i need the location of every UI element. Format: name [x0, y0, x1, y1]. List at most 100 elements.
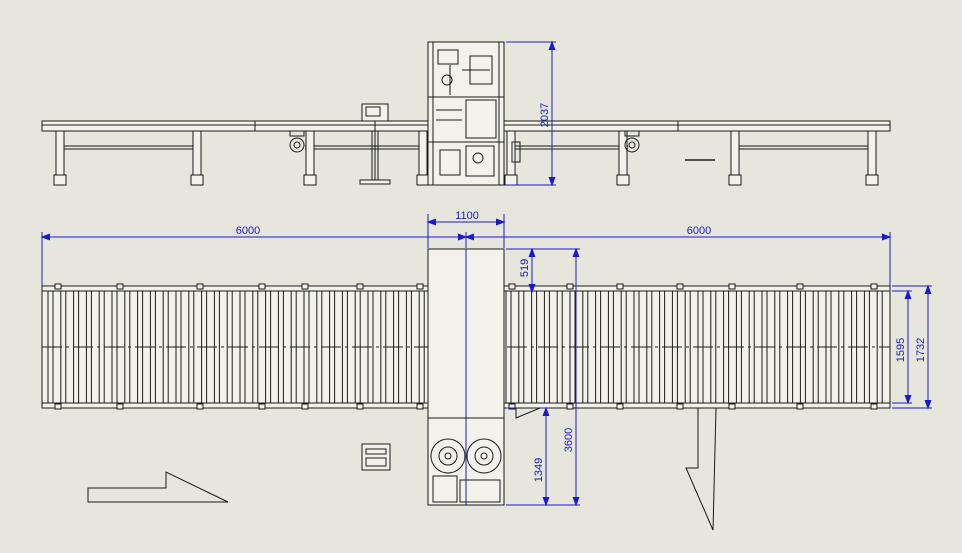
roller [277, 290, 284, 404]
roller [671, 290, 678, 404]
roller [201, 290, 208, 404]
roller [761, 290, 768, 404]
exit-chute [515, 407, 541, 419]
conveyor-rollers [47, 283, 883, 410]
roller [531, 290, 538, 404]
roller [341, 290, 348, 404]
roller [505, 290, 512, 404]
roller [316, 290, 323, 404]
winding-reel-left [430, 438, 466, 474]
roller-bearing [566, 403, 574, 410]
roller [303, 290, 310, 404]
roller-bearing [796, 403, 804, 410]
dim-label-lower-section: 1349 [533, 458, 545, 482]
roller-bearing [728, 403, 736, 410]
roller [735, 290, 742, 404]
roller [85, 290, 92, 404]
roller [697, 290, 704, 404]
roller [405, 290, 412, 404]
dim-label-roller-inner: 1595 [895, 338, 907, 362]
roller-bearing [301, 283, 309, 290]
roller-bearing [54, 403, 62, 410]
roller [73, 290, 80, 404]
roller [799, 290, 806, 404]
roller-bearing [258, 403, 266, 410]
roller [684, 290, 691, 404]
roller [290, 290, 297, 404]
control-panel [359, 103, 391, 185]
dim-label-machine-width: 1100 [455, 210, 479, 222]
roller [518, 290, 525, 404]
roller-bearing [301, 403, 309, 410]
front-elevation-view [41, 41, 891, 186]
roller-bearing [416, 403, 424, 410]
roller-bearing [196, 283, 204, 290]
roller [723, 290, 730, 404]
machine-cabinet-plan [427, 248, 505, 506]
roller-bearing [616, 403, 624, 410]
roller-bearing [870, 403, 878, 410]
roller [710, 290, 717, 404]
roller [137, 290, 144, 404]
roller [188, 290, 195, 404]
dim-label-offset-top: 519 [519, 259, 531, 277]
roller [418, 290, 425, 404]
roller-bearing [566, 283, 574, 290]
roller-bearing [676, 283, 684, 290]
roller [98, 290, 105, 404]
dim-label-roller-outer: 1732 [915, 338, 927, 362]
roller [876, 290, 883, 404]
dim-label-machine-height: 2037 [539, 103, 551, 127]
roller [329, 290, 336, 404]
roller-bearing [676, 403, 684, 410]
roller [213, 290, 220, 404]
drive-motor-left [289, 130, 305, 153]
dimension-machine-height [506, 40, 556, 187]
roller [633, 290, 640, 404]
roller [393, 290, 400, 404]
roller-bearing [508, 403, 516, 410]
roller [825, 290, 832, 404]
roller [252, 290, 259, 404]
roller [367, 290, 374, 404]
roller-bearing [54, 283, 62, 290]
roller-bearing [796, 283, 804, 290]
roller [646, 290, 653, 404]
roller [659, 290, 666, 404]
roller [774, 290, 781, 404]
dim-label-right-length: 6000 [687, 225, 711, 237]
roller [226, 290, 233, 404]
roller [162, 290, 169, 404]
roller-bearing [116, 403, 124, 410]
roller-bearing [508, 283, 516, 290]
roller-bearing [356, 283, 364, 290]
flow-arrow-left [87, 471, 229, 503]
roller [175, 290, 182, 404]
roller [556, 290, 563, 404]
roller [582, 290, 589, 404]
roller [851, 290, 858, 404]
roller [595, 290, 602, 404]
roller [354, 290, 361, 404]
roller [239, 290, 246, 404]
winding-reel-right [466, 438, 502, 474]
machine-cabinet-front [427, 41, 521, 186]
roller [149, 290, 156, 404]
roller [124, 290, 131, 404]
roller [812, 290, 819, 404]
control-box-plan [361, 443, 391, 471]
roller-bearing [258, 283, 266, 290]
roller [265, 290, 272, 404]
roller [380, 290, 387, 404]
roller [863, 290, 870, 404]
roller [60, 290, 67, 404]
roller [620, 290, 627, 404]
roller [47, 290, 54, 404]
conveyor-legs [53, 130, 879, 186]
roller-bearing [870, 283, 878, 290]
dimension-lines-top [40, 214, 892, 286]
roller-bearing [116, 283, 124, 290]
dim-label-left-length: 6000 [236, 225, 260, 237]
roller [111, 290, 118, 404]
